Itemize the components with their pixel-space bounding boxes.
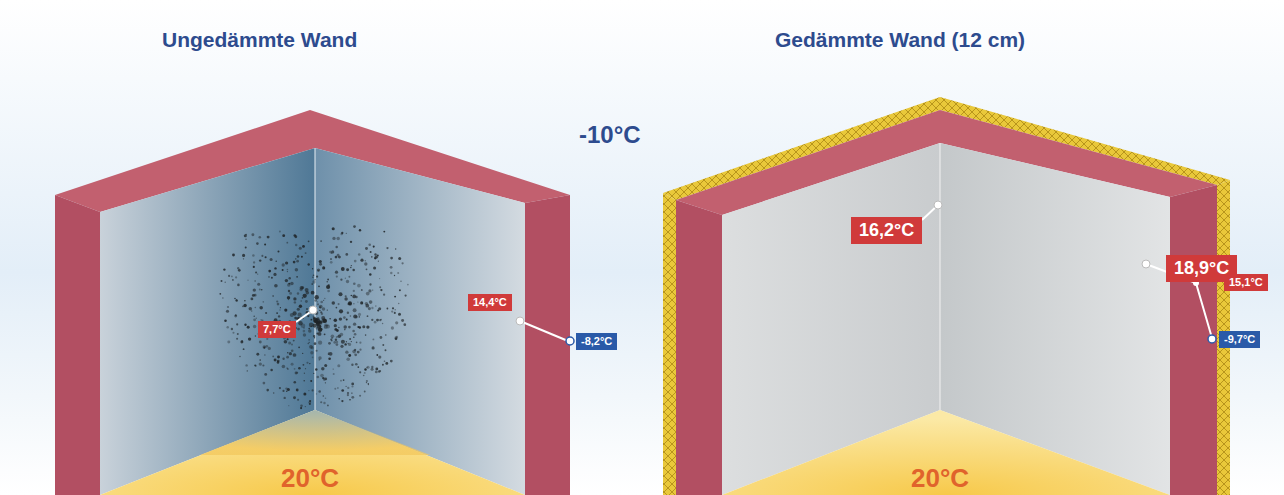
temperature-value: 16,2°C	[859, 220, 914, 240]
temperature-value: 18,9°C	[1174, 258, 1229, 278]
temperature-label: -10°C	[579, 121, 641, 149]
outside-temp-tag: -9,7°C	[1219, 331, 1260, 348]
panel-heading: Gedämmte Wand (12 cm)	[775, 28, 1025, 52]
temperature-label: 20°C	[911, 463, 969, 494]
outside-temp-tag: -8,2°C	[576, 333, 617, 350]
temperature-value: -8,2°C	[581, 335, 612, 347]
temperature-value: 15,1°C	[1229, 276, 1263, 288]
inside-temp-tag: 16,2°C	[851, 217, 922, 244]
inside-temp-tag: 15,1°C	[1224, 274, 1268, 291]
temperature-value: 14,4°C	[473, 296, 507, 308]
temperature-value: 7,7°C	[263, 323, 291, 335]
inside-temp-tag: 14,4°C	[468, 294, 512, 311]
inside-temp-tag: 7,7°C	[258, 321, 296, 338]
temperature-label: 20°C	[281, 463, 339, 494]
temperature-value: -9,7°C	[1224, 333, 1255, 345]
panel-heading: Ungedämmte Wand	[162, 28, 357, 52]
